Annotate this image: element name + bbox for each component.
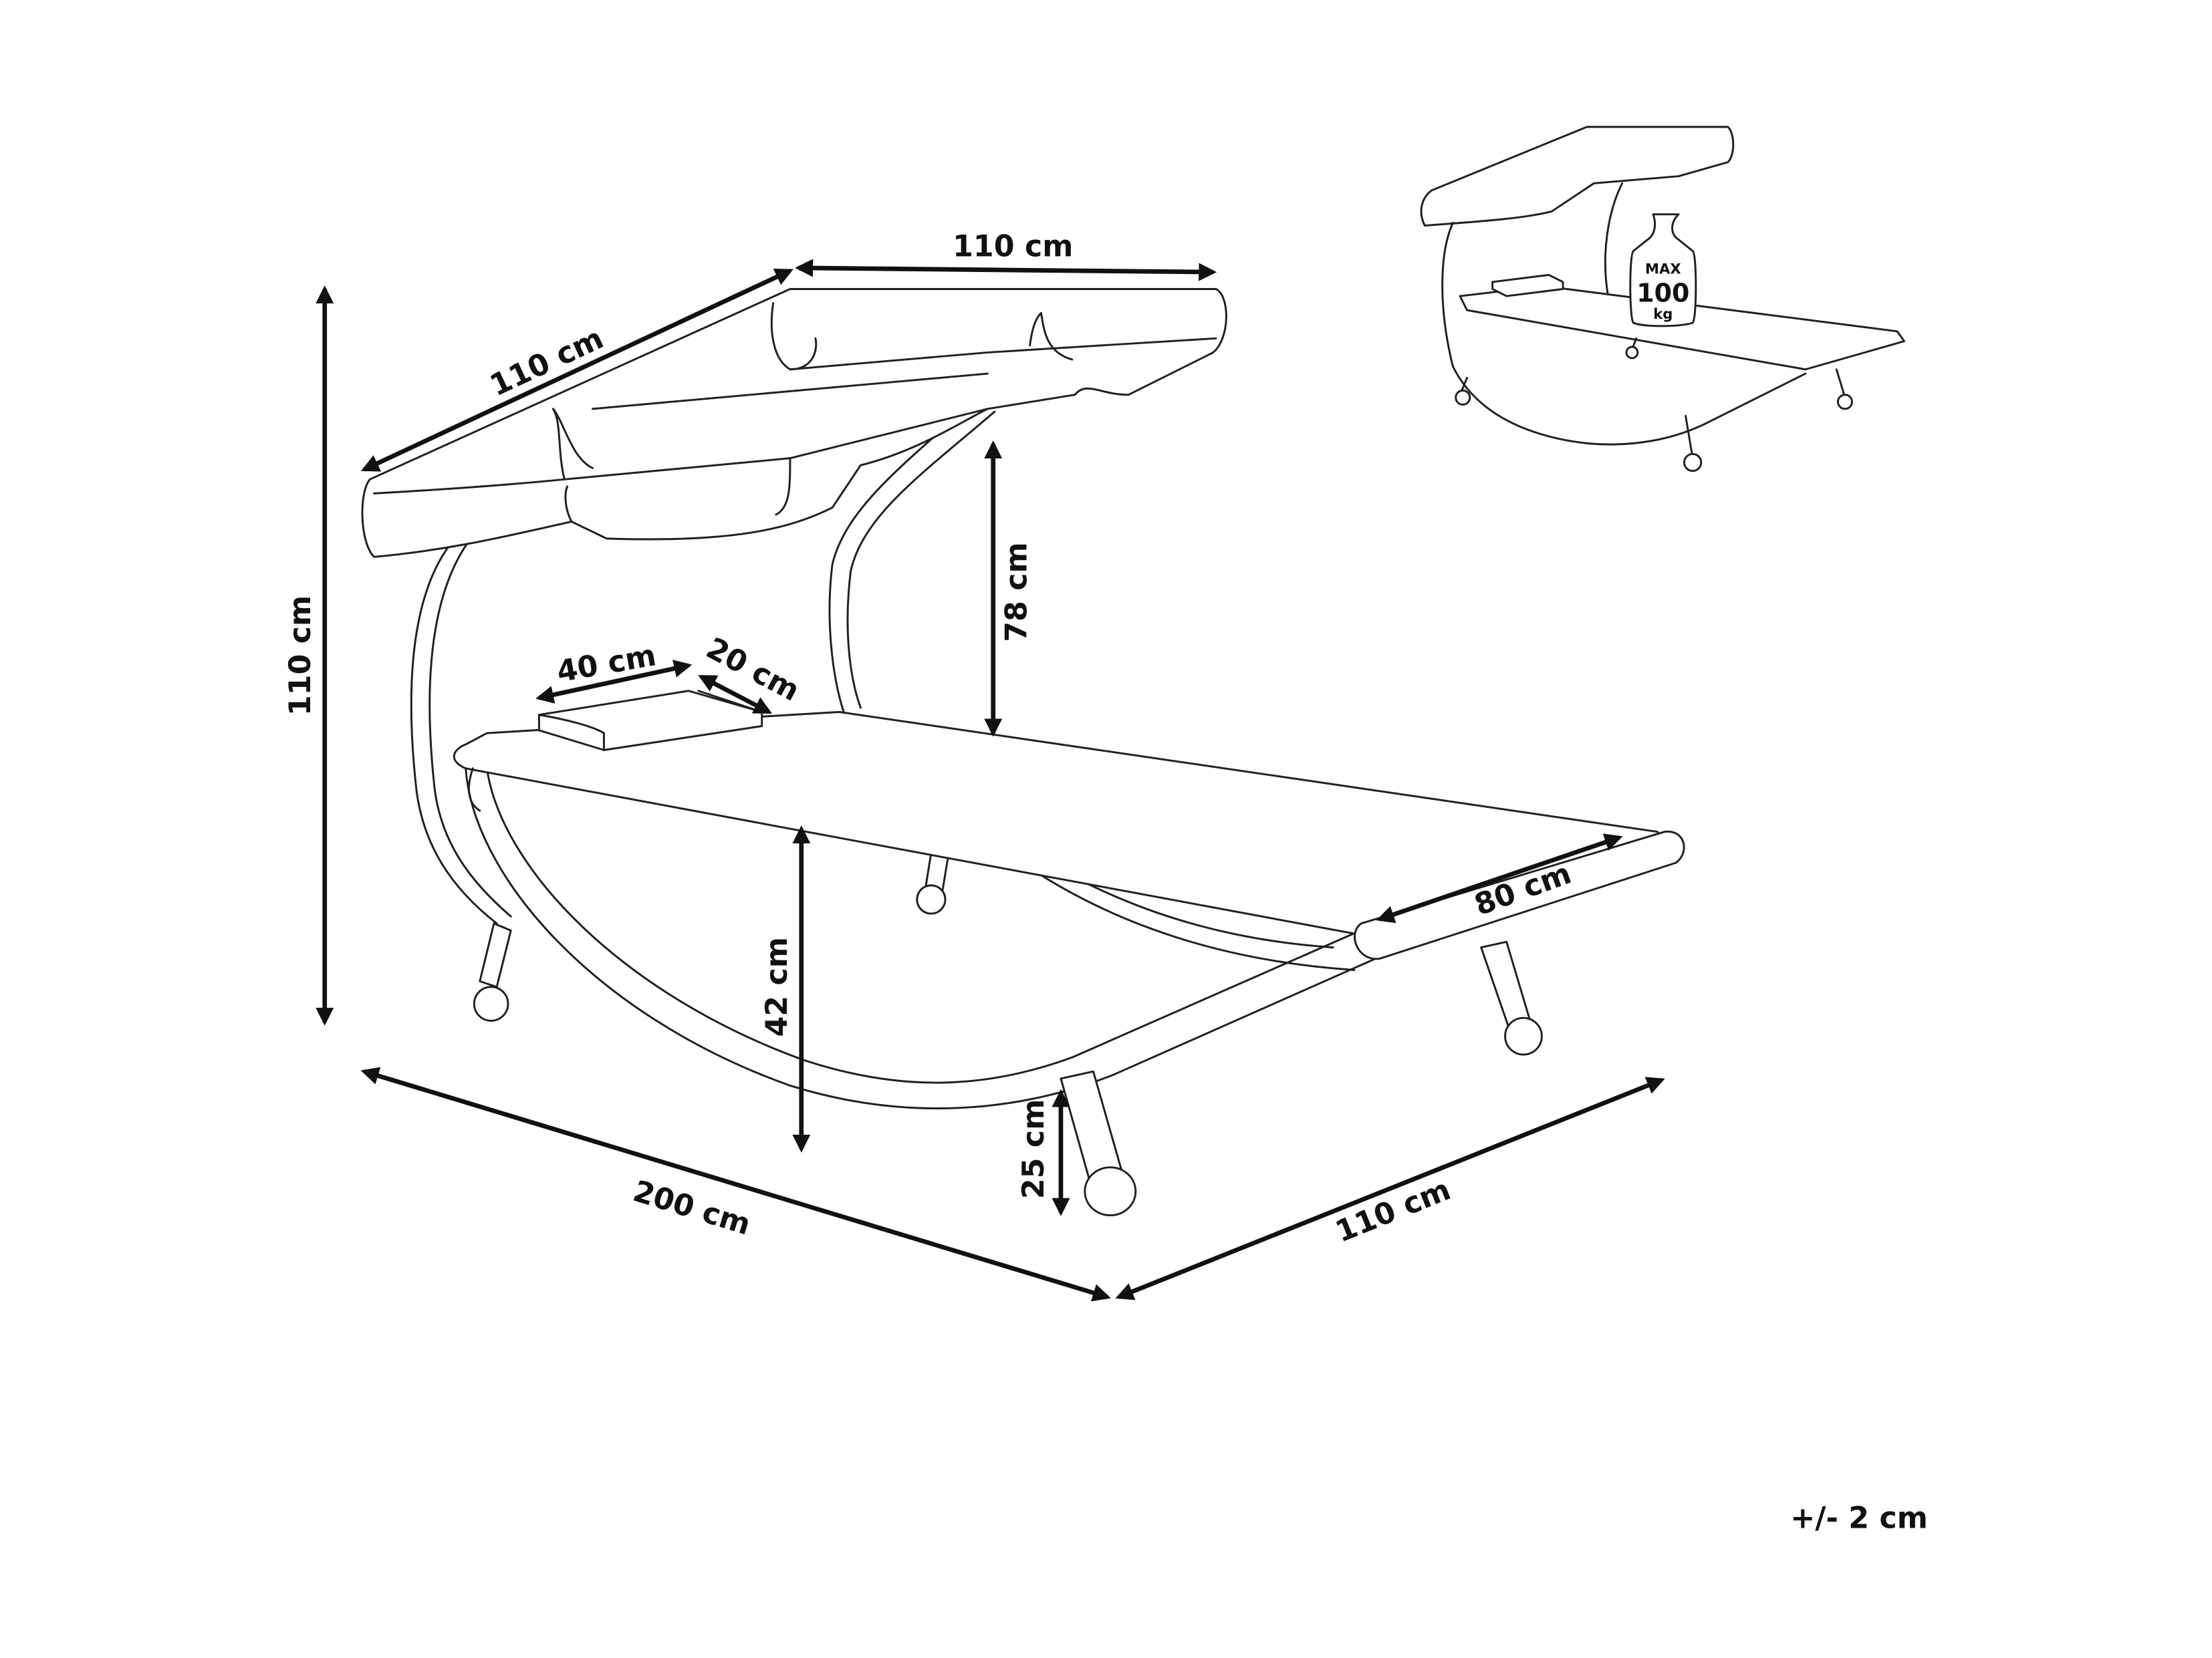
canopy-width-label: 110 cm [953,229,1073,263]
leg-height-label: 25 cm [1017,1099,1051,1199]
max-load-line1: MAX [1645,260,1681,277]
total-width-label: 110 cm [1331,1173,1455,1250]
canopy-clearance-label: 78 cm [1000,542,1034,642]
max-load-thumbnail: MAX 100 kg [1420,126,1906,472]
dimension-lines [316,259,1665,1302]
max-load-line3: kg [1653,305,1673,322]
tolerance-note: +/- 2 cm [1790,1501,1928,1535]
total-height-label: 110 cm [283,595,318,716]
seat-height-label: 42 cm [760,937,794,1037]
lounger-illustration [361,288,1685,1217]
weight-icon: MAX 100 kg [1629,213,1697,327]
max-load-line2: 100 [1636,278,1689,307]
